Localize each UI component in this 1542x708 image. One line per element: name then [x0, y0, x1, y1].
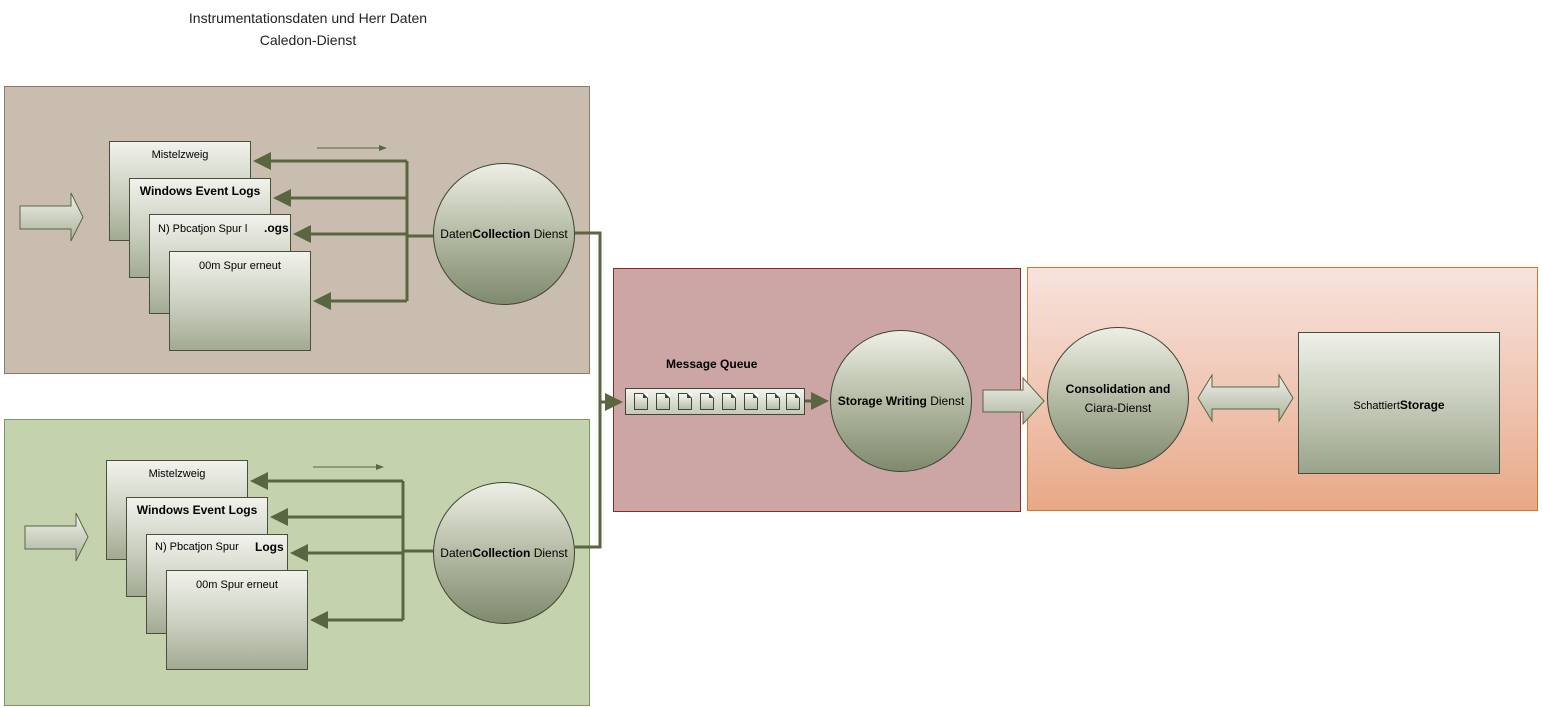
consolidation-line2: Ciara-Dienst: [1084, 401, 1152, 415]
top-card-application-logs-suffix: .ogs: [264, 221, 289, 235]
bottom-collection-post: Dienst: [533, 546, 568, 560]
bottom-card-application-logs-suffix: Logs: [255, 540, 284, 554]
storage-writing-service: Storage Writing Dienst: [830, 330, 972, 472]
top-input-arrow: [19, 192, 84, 242]
bottom-card-mistelzweig-label: Mistelzweig: [148, 468, 206, 480]
bottom-input-arrow: [24, 512, 89, 562]
shadow-storage: SchattiertStorage: [1298, 332, 1500, 474]
queue-message-icon: [634, 393, 648, 410]
queue-message-icon: [700, 393, 714, 410]
top-fanout-arrows: [253, 152, 433, 310]
storage-bold: Storage: [1399, 398, 1445, 412]
diagram-title-line1: Instrumentationsdaten und Herr Daten: [188, 10, 428, 26]
top-data-collection-label: DatenCollection Dienst: [434, 227, 574, 241]
queue-message-icon: [722, 393, 736, 410]
top-collection-post: Dienst: [533, 227, 568, 241]
top-card-application-logs-label: N) Pbcatjon Spur l: [158, 223, 248, 235]
top-card-trace-label: 00m Spur erneut: [199, 260, 281, 272]
storage-writing-label: Storage Writing Dienst: [831, 394, 971, 408]
message-queue: [625, 388, 805, 415]
queue-message-icon: [786, 393, 800, 410]
storage-writing-bold: Storage Writing: [837, 394, 927, 408]
bottom-collection-bold: Collection: [472, 546, 531, 560]
top-card-trace: 00m Spur erneut: [169, 251, 311, 351]
diagram-title-line2: Caledon-Dienst: [259, 32, 357, 48]
bottom-card-application-logs-label: N) Pbcatjon Spur: [155, 541, 239, 553]
consolidation-storage-double-arrow: [1197, 373, 1294, 423]
bottom-data-collection-service: DatenCollection Dienst: [433, 482, 575, 624]
queue-message-icon: [766, 393, 780, 410]
message-queue-label: Message Queue: [666, 357, 758, 371]
storage-writing-post: Dienst: [930, 394, 965, 408]
bottom-card-trace: 00m Spur erneut: [166, 570, 308, 670]
bottom-card-trace-label: 00m Spur erneut: [196, 579, 278, 591]
queue-message-icon: [744, 393, 758, 410]
bottom-fanout-arrows: [250, 472, 433, 629]
consolidation-service: Consolidation and Ciara-Dienst: [1047, 327, 1189, 469]
shadow-storage-label: SchattiertStorage: [1299, 396, 1499, 414]
top-card-mistelzweig-label: Mistelzweig: [151, 149, 209, 161]
bottom-data-collection-label: DatenCollection Dienst: [434, 546, 574, 560]
top-collection-bold: Collection: [472, 227, 531, 241]
storage-pre: Schattiert: [1353, 400, 1400, 412]
queue-message-icon: [656, 393, 670, 410]
bottom-card-windows-event-logs-label: Windows Event Logs: [136, 503, 258, 517]
top-collection-pre: Daten: [440, 227, 473, 241]
collection-to-queue-connector: [575, 231, 623, 549]
bottom-collection-pre: Daten: [440, 546, 473, 560]
consolidation-bold: Consolidation and: [1065, 382, 1171, 396]
top-card-windows-event-logs-label: Windows Event Logs: [139, 184, 261, 198]
queue-message-icon: [678, 393, 692, 410]
writer-to-consolidation-arrow: [982, 376, 1045, 426]
top-data-collection-service: DatenCollection Dienst: [433, 163, 575, 305]
